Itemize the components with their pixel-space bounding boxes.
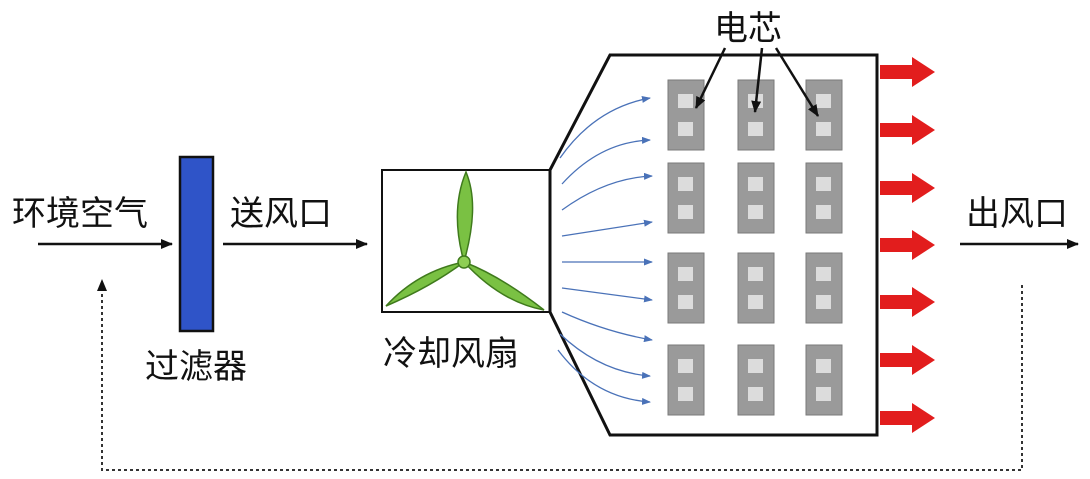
battery-cell bbox=[805, 162, 843, 234]
cell-terminal bbox=[816, 387, 831, 401]
cell-terminal bbox=[678, 387, 693, 401]
cell-terminal bbox=[748, 177, 763, 191]
cell-terminal bbox=[678, 295, 693, 309]
cell-terminal bbox=[748, 359, 763, 373]
cell-terminal bbox=[816, 359, 831, 373]
battery-cell bbox=[737, 162, 775, 234]
battery-cell bbox=[667, 162, 705, 234]
ambient-air-label: 环境空气 bbox=[12, 194, 148, 234]
cooling-fan-label: 冷却风扇 bbox=[383, 334, 519, 374]
battery-cell bbox=[805, 79, 843, 151]
cell-terminal bbox=[816, 267, 831, 281]
battery-cell bbox=[805, 252, 843, 324]
cell-terminal bbox=[816, 122, 831, 136]
cell-terminal bbox=[748, 387, 763, 401]
hot-air-arrow bbox=[880, 115, 935, 145]
battery-cell bbox=[737, 79, 775, 151]
cell-terminal bbox=[748, 122, 763, 136]
filter-block bbox=[178, 155, 215, 333]
cell-terminal bbox=[816, 295, 831, 309]
battery-cell bbox=[667, 344, 705, 416]
hot-air-arrow bbox=[880, 287, 935, 317]
cell-terminal bbox=[816, 205, 831, 219]
pack-housing bbox=[548, 53, 879, 437]
airflow-lines bbox=[557, 95, 653, 405]
hot-air-arrow bbox=[880, 403, 935, 433]
battery-cell bbox=[805, 344, 843, 416]
cell-terminal bbox=[678, 94, 693, 108]
hot-air-arrow bbox=[880, 57, 935, 87]
cell-terminal bbox=[816, 94, 831, 108]
recirculation-loop bbox=[97, 279, 1023, 471]
cell-terminal bbox=[816, 177, 831, 191]
cell-terminal bbox=[678, 267, 693, 281]
hot-air-arrow bbox=[880, 230, 935, 260]
battery-cell bbox=[737, 252, 775, 324]
supply-inlet-label: 送风口 bbox=[230, 194, 332, 234]
filter-label: 过滤器 bbox=[145, 347, 247, 387]
cells-label: 电芯 bbox=[714, 9, 782, 49]
hot-air-arrow bbox=[880, 345, 935, 375]
hot-air-arrows bbox=[880, 57, 935, 433]
battery-cell bbox=[667, 252, 705, 324]
battery-cell bbox=[667, 79, 705, 151]
fan-icon bbox=[385, 170, 545, 311]
cell-terminal bbox=[678, 205, 693, 219]
cell-grid bbox=[667, 79, 843, 416]
battery-cell bbox=[737, 344, 775, 416]
outlet-label: 出风口 bbox=[966, 194, 1068, 234]
cells-pointer-arrows bbox=[694, 47, 820, 117]
cell-terminal bbox=[678, 359, 693, 373]
cell-terminal bbox=[748, 295, 763, 309]
hot-air-arrow bbox=[880, 173, 935, 203]
cell-terminal bbox=[678, 122, 693, 136]
cell-terminal bbox=[678, 177, 693, 191]
cell-terminal bbox=[748, 267, 763, 281]
cell-terminal bbox=[748, 205, 763, 219]
